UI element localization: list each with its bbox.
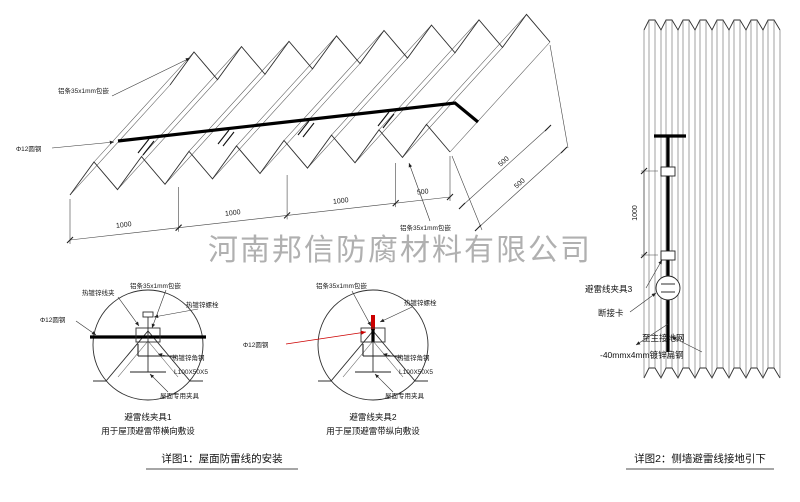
leader-alu-strip-right (408, 162, 431, 222)
wire-supports (137, 111, 395, 156)
label-d1-angle-spec: L100X50X5 (174, 369, 208, 376)
wall-dim-ticks (640, 167, 648, 259)
dim-string-right: 500 500 (451, 44, 569, 232)
leader-round-steel-roof (51, 140, 115, 149)
detail-1-subtitle: 用于屋顶避雷带横向敷设 (101, 426, 195, 436)
leader-flat-steel (671, 336, 703, 353)
dim-label-500-bottom: 500 (417, 188, 430, 196)
roof-isometric-view: 1000 1000 1000 500 500 500 铝条35x1mm包嵌 铝条… (16, 13, 569, 244)
wire-support-clamp (297, 120, 315, 138)
leader-alu-strip-top (111, 57, 191, 97)
leader-d2-round-steel (285, 330, 367, 345)
label-flat-steel: -40mmx4mm镀锌扁钢 (600, 350, 684, 360)
wall-wire-clamp-upper (660, 166, 676, 177)
label-clamp3: 避雷线夹具3 (585, 284, 633, 294)
leader-d1-roof-clamp (149, 373, 169, 393)
wall-wire-clamp-lower (660, 250, 676, 261)
leader-d1-alu (151, 289, 167, 329)
wall-dim-label-1000: 1000 (632, 205, 639, 221)
label-round-steel-roof: Φ12圆钢 (16, 145, 42, 153)
dim-extension-lines (69, 156, 451, 244)
label-alu-strip-right: 铝条35x1mm包嵌 (400, 223, 451, 232)
label-d1-hot-dip-angle: 热镀锌角钢 (172, 353, 205, 362)
lightning-wire (117, 101, 480, 143)
figure-captions: 详图1：屋面防雷线的安装 详图2：侧墙避雷线接地引下 (146, 452, 774, 470)
leader-d1-angle (157, 353, 177, 359)
wire-support-clamp (137, 138, 155, 156)
dim-label-1000-3: 1000 (333, 197, 349, 206)
watermark-text: 河南邦信防腐材料有限公司 (208, 234, 592, 267)
corrugated-sheet-front-edge (69, 123, 451, 196)
detail-1-circle (92, 289, 204, 401)
disconnect-link-bars (661, 283, 675, 293)
dim-string-bottom: 1000 1000 1000 500 (66, 156, 454, 244)
wall-dim-1000: 1000 (632, 167, 658, 259)
detail-2-circle (317, 289, 429, 401)
dim-label-1000-2: 1000 (225, 209, 241, 218)
leader-d2-angle (382, 353, 402, 359)
wire-support-clamp (377, 111, 395, 129)
wire-support-clamp (217, 129, 235, 147)
label-d2-roof-clamp: 屋面专用夹具 (385, 391, 425, 400)
leader-disconnect-card (629, 292, 657, 313)
label-d2-alu-strip: 铝条35x1mm包嵌 (316, 281, 367, 290)
detail-circle-1: 热镀锌线夹 铝条35x1mm包嵌 热镀锌螺栓 Φ12圆钢 热镀锌角钢 L100X… (40, 281, 219, 436)
leader-d1-clamp (117, 296, 140, 327)
detail-1-title: 避雷线夹具1 (124, 412, 172, 422)
label-d1-round-steel: Φ12圆钢 (40, 316, 66, 324)
label-d2-hot-dip-angle: 热镀锌角钢 (397, 353, 430, 362)
label-d2-angle-spec: L100X50X5 (399, 369, 433, 376)
leader-to-main-ground (635, 323, 669, 346)
leader-d1-round-steel (75, 320, 97, 336)
dim-extension-lines-right (451, 44, 569, 231)
dim-ticks-right (458, 124, 568, 232)
leader-d2-alu (351, 290, 372, 327)
detail-2-subtitle: 用于屋顶避雷带纵向敷设 (326, 426, 420, 436)
label-to-main-ground: 至主接地网 (642, 333, 685, 343)
corrugated-sheet-back-edge (169, 13, 551, 86)
detail-2-title: 避雷线夹具2 (349, 412, 397, 422)
leader-clamp3 (645, 259, 663, 289)
dim-line-right-1 (461, 127, 549, 207)
label-d1-alu-strip: 铝条35x1mm包嵌 (130, 281, 181, 290)
detail-circle-2: 铝条35x1mm包嵌 热镀锌螺栓 Φ12圆钢 热镀锌角钢 L100X50X5 屋… (243, 281, 437, 436)
label-d1-hot-dip-bolt: 热镀锌螺栓 (186, 300, 219, 309)
wall-elevation-view: 1000 避雷线夹具3 断接卡 至主接地网 -40mmx4mm镀锌扁钢 (585, 19, 781, 379)
label-disconnect-card: 断接卡 (598, 308, 624, 318)
label-d2-round-steel: Φ12圆钢 (243, 341, 269, 349)
label-d1-roof-clamp: 屋面专用夹具 (160, 391, 200, 400)
leader-d2-roof-clamp (374, 373, 394, 393)
rib-ridge-lines (93, 14, 527, 163)
dim-line (69, 196, 451, 241)
disconnect-link-circle (655, 275, 681, 301)
label-d1-hot-dip-clamp: 热镀锌线夹 (82, 288, 115, 297)
dim-label-1000-1: 1000 (116, 221, 132, 230)
dim-line-right-2 (477, 149, 565, 229)
label-alu-strip-top: 铝条35x1mm包嵌 (58, 86, 109, 95)
caption-fig2: 详图2：侧墙避雷线接地引下 (634, 452, 766, 465)
leader-d1-bolt (153, 308, 199, 319)
dim-ticks (66, 193, 454, 244)
leader-d2-bolt (379, 306, 413, 323)
label-d2-hot-dip-bolt: 热镀锌螺栓 (404, 298, 437, 307)
caption-fig1: 详图1：屋面防雷线的安装 (161, 452, 283, 465)
